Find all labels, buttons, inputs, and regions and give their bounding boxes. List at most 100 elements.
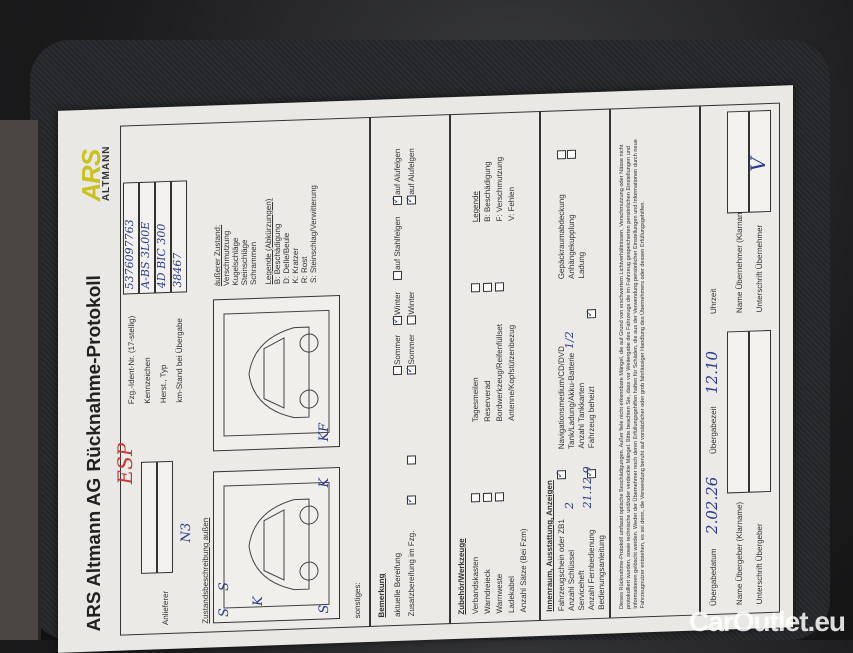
accessory-checkbox[interactable] (471, 493, 480, 503)
handover-signature-label: Unterschrift Übergeber (755, 523, 764, 605)
alloy-checkbox[interactable] (407, 195, 416, 205)
alloy-checkbox[interactable] (393, 195, 402, 206)
no-checkbox[interactable] (407, 455, 416, 465)
km-value: 38467 (171, 252, 184, 288)
handover-time: 12.10 (703, 350, 721, 395)
legend-title: Legende (471, 190, 480, 223)
zubehoer-title: Zubehör/Werkzeuge (457, 538, 466, 615)
legend-item: F: Verschmutzung (495, 156, 504, 222)
damage-label: Zustandsbeschreibung außen (201, 517, 210, 624)
keys-count: 2 (563, 501, 576, 510)
option-label: Winter (407, 291, 416, 315)
damage-mark: S (317, 604, 332, 614)
accessory-checkbox[interactable] (483, 492, 492, 502)
make-label: Herst., Typ (159, 364, 168, 404)
anlieferer-field (141, 461, 157, 574)
interior-item: Anhängekupplung (567, 214, 576, 280)
vin-label: Fzg.-Ident-Nr. (17-stellig) (127, 315, 136, 405)
handwritten-mark: ESP (113, 442, 137, 485)
legend-item: D: Delle/Beule (282, 232, 291, 285)
receiver-name-label: Name Übernehmer (Klarname) (735, 203, 744, 314)
document-title: Rücknahme-Protokoll (84, 274, 105, 472)
handover-date: 2.02.26 (703, 476, 721, 535)
damage-mark: KF (317, 422, 332, 442)
option-label: Sommer (407, 334, 416, 365)
accessory-checkbox[interactable] (471, 283, 480, 293)
yes-checkbox[interactable] (407, 495, 416, 505)
interior-checkbox[interactable] (587, 309, 596, 319)
interior-item: Tank/Ladung/Akku-Batterie (567, 352, 576, 450)
make-field: 4D BIC 300 (155, 180, 171, 294)
receiver-signature-label: Unterschrift Übernehmer (755, 224, 764, 313)
interior-checkbox[interactable] (587, 469, 596, 479)
interior-title: Innenraum, Ausstattung, Anzeigen (545, 480, 554, 612)
make-value: 4D BIC 300 (155, 223, 168, 289)
summer-checkbox[interactable] (393, 365, 402, 376)
handwritten-note: N3 (179, 522, 194, 543)
damage-mark: K (251, 595, 266, 607)
interior-checkbox[interactable] (567, 149, 576, 160)
interior-item: Anzahl Schlüssel (567, 549, 576, 612)
plate-value: A-BS 3L00E (139, 221, 152, 290)
tyre-section: Bemerkung aktuelle Bereifung Zusatzberei… (370, 114, 450, 627)
km-field: 38467 (171, 180, 187, 293)
legend-item: S: Steinschlag/Verwitterung (309, 184, 318, 284)
accessory-checkbox[interactable] (495, 492, 504, 502)
legend-item: V: Fehlen (507, 186, 516, 222)
interior-item: Fahrzeugschein oder ZB1 (557, 519, 566, 612)
tyre-row-label: aktuelle Bereifung (393, 552, 402, 618)
interior-section: Innenraum, Ausstattung, Anzeigen Fahrzeu… (540, 108, 610, 622)
accessory-item: Verbandskasten (471, 556, 480, 615)
sonstiges-label: sonstiges: (353, 582, 362, 619)
option-label: Sommer (393, 334, 402, 366)
interior-item: Ladung (577, 251, 586, 279)
summer-checkbox[interactable] (407, 365, 416, 375)
winter-checkbox[interactable] (407, 315, 416, 325)
bemerkung-title: Bemerkung (377, 573, 386, 618)
vehicle-section: Anlieferer ESP N3 Fzg.-Ident-Nr. (17-ste… (113, 116, 370, 636)
accessory-checkbox[interactable] (495, 282, 504, 292)
handover-name-label: Name Übergeber (Klarname) (735, 501, 744, 606)
fuel-level: 1/2 (563, 331, 576, 350)
legend-title: Legende (Abkürzungen) (264, 198, 273, 285)
condition-legend: äußerer Zustand: Verschmutzung Kugelschl… (213, 123, 318, 287)
accessories-section: Zubehör/Werkzeuge Verbandskasten Warndre… (450, 111, 540, 625)
interior-item: Navigationsmedium/CD/DVD (557, 345, 566, 450)
damage-mark: S (217, 607, 232, 618)
interior-checkbox[interactable] (557, 150, 566, 160)
interior-item: Serviceheft (577, 570, 586, 611)
accessory-item: Warnweste (495, 573, 504, 614)
interior-checkbox[interactable] (557, 470, 566, 480)
receiver-signature: V (746, 156, 770, 172)
legend-item: B: Beschädigung (273, 223, 282, 285)
car-diagram-rear (213, 294, 340, 452)
anlieferer-label: Anlieferer (161, 590, 170, 626)
option-label: auf Alufelgen (407, 148, 416, 195)
signature-section: Übergabedatum 2.02.26 Übergabezeit 12.10… (700, 102, 780, 616)
legend-item: K: Kratzer (291, 247, 300, 284)
steel-checkbox[interactable] (393, 270, 402, 281)
date-label: Übergabedatum (709, 548, 718, 607)
tyre-row-label: Zusatzbereifung im Fzg. (407, 530, 416, 617)
interior-item: Anzahl Fernbedienung (587, 529, 596, 611)
seat-side-panel (0, 120, 41, 640)
winter-checkbox[interactable] (393, 315, 402, 326)
legend-item: Schrammen (249, 241, 258, 286)
legal-text-section: Dieses Rücknahme-Protokoll umfasst optis… (610, 105, 700, 619)
legend-title: äußerer Zustand: (213, 224, 222, 287)
accessory-checkbox[interactable] (483, 282, 492, 292)
vin-field: 5376097763 (123, 182, 139, 295)
accessory-item: Tagesmeilen (471, 377, 480, 423)
interior-item: Bedienungsanleitung (597, 534, 606, 611)
option-label: Winter (393, 291, 402, 316)
uhrzeit-label: Uhrzeit (709, 288, 718, 315)
accessory-item: Warndreieck (483, 569, 492, 614)
option-label: auf Stahlfelgen (393, 216, 402, 271)
company-name: ARS Altmann AG (84, 477, 105, 632)
km-label: km-Stand bei Übergabe (175, 317, 184, 403)
legend-item: R: Rost (300, 256, 309, 284)
accessory-item: Reserverad (483, 380, 492, 422)
handover-name-field (727, 330, 749, 494)
legend-item: B: Beschädigung (483, 161, 492, 222)
